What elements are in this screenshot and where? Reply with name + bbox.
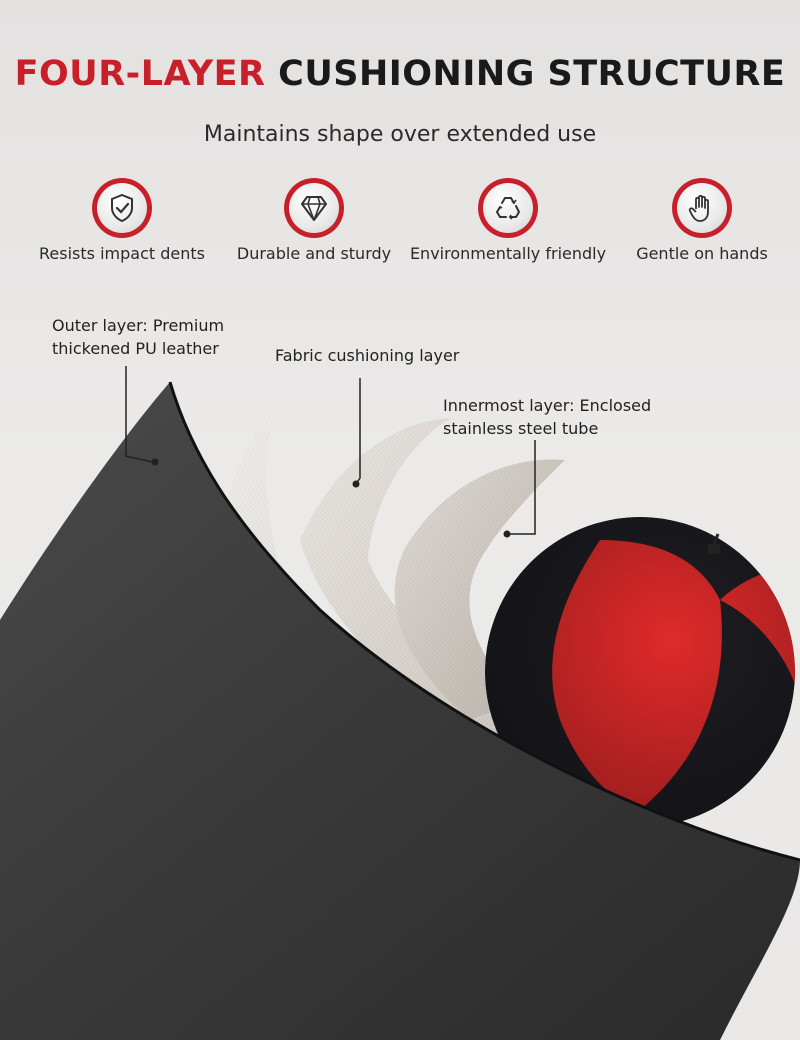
recycle-icon [495, 197, 521, 220]
callout-inner-layer: Innermost layer: Enclosed stainless stee… [443, 396, 652, 438]
fabric-layer-cushion [300, 418, 560, 770]
ball-valve [708, 544, 720, 554]
diamond-icon [301, 196, 327, 221]
subtitle: Maintains shape over extended use [203, 122, 597, 147]
feature-label: Environmentally friendly [409, 244, 607, 263]
callout-fabric-layer: Fabric cushioning layer [275, 346, 460, 365]
leader-outer [125, 366, 153, 463]
feature-gentle: Gentle on hands [602, 178, 800, 264]
feature-label: Durable and sturdy [236, 244, 392, 263]
page-title: FOUR-LAYER CUSHIONING STRUCTURE [0, 54, 800, 94]
title-rest: CUSHIONING STRUCTURE [278, 54, 786, 94]
callout-leaders [125, 366, 536, 538]
inner-ball [485, 517, 795, 827]
feature-label: Gentle on hands [636, 244, 768, 263]
feature-badge [672, 178, 732, 238]
feature-durable: Durable and sturdy [214, 178, 414, 264]
feature-badge [284, 178, 344, 238]
hand-icon [688, 194, 709, 222]
fabric-layer-inner [394, 459, 565, 720]
title-accent: FOUR-LAYER [14, 54, 266, 94]
feature-label: Resists impact dents [39, 244, 205, 263]
shield-check-icon [111, 193, 133, 223]
leather-layer [0, 381, 800, 1040]
leader-inner [508, 440, 536, 535]
feature-badge [92, 178, 152, 238]
feature-badge [478, 178, 538, 238]
feature-resists-impact: Resists impact dents [22, 178, 222, 264]
callout-outer-layer: Outer layer: Premium thickened PU leathe… [52, 316, 225, 358]
feature-eco: Environmentally friendly [408, 178, 608, 264]
